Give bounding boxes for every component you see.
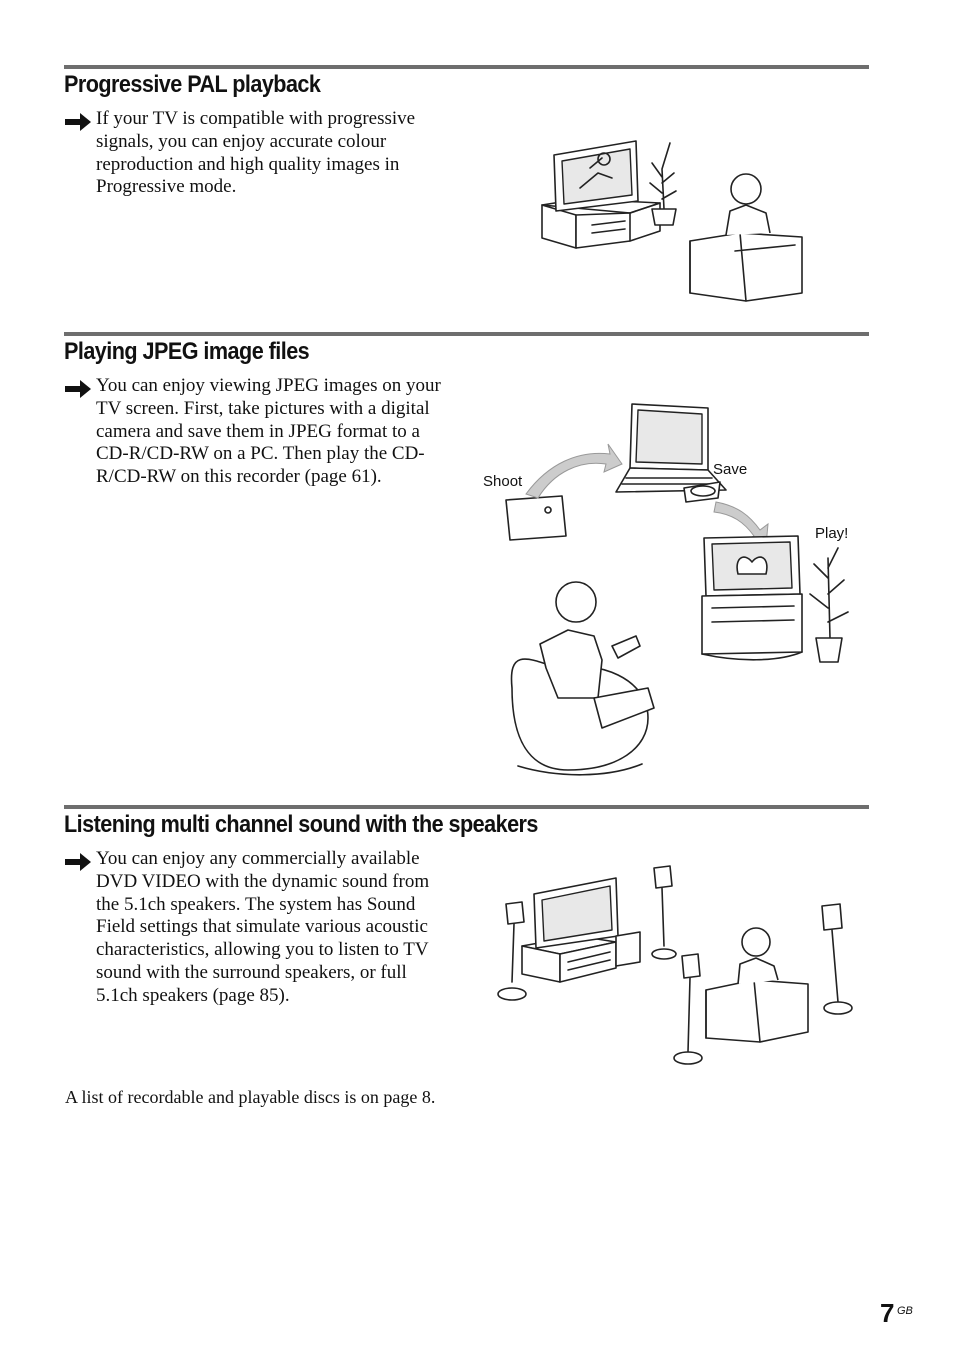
page-number: 7 bbox=[880, 1298, 895, 1328]
label-play: Play! bbox=[815, 525, 849, 542]
section-heading: Progressive PAL playback bbox=[64, 71, 321, 98]
section-rule bbox=[64, 805, 869, 809]
section-progressive-pal: Progressive PAL playback If your TV is c… bbox=[64, 65, 869, 197]
jpeg-workflow-illustration bbox=[505, 403, 849, 776]
section-heading: Playing JPEG image files bbox=[64, 338, 310, 365]
label-shoot: Shoot bbox=[483, 473, 523, 490]
page-number-suffix: GB bbox=[897, 1305, 913, 1317]
right-arrow-icon bbox=[65, 853, 91, 871]
section-text: If your TV is compatible with progressiv… bbox=[96, 108, 416, 198]
tv-viewer-illustration bbox=[541, 140, 803, 302]
right-arrow-icon bbox=[65, 113, 91, 131]
section-heading: Listening multi channel sound with the s… bbox=[64, 811, 538, 838]
right-arrow-icon bbox=[65, 380, 91, 398]
section-jpeg: Playing JPEG image files You can enjoy v… bbox=[64, 332, 869, 487]
section-rule bbox=[64, 332, 869, 336]
section-multichannel: Listening multi channel sound with the s… bbox=[64, 805, 869, 1006]
section-text: You can enjoy viewing JPEG images on you… bbox=[96, 375, 441, 488]
section-text: You can enjoy any commercially available… bbox=[96, 848, 430, 1006]
footnote: A list of recordable and playable discs … bbox=[65, 1087, 436, 1107]
speaker-setup-illustration bbox=[497, 865, 853, 1065]
label-save: Save bbox=[713, 461, 748, 478]
section-rule bbox=[64, 65, 869, 69]
